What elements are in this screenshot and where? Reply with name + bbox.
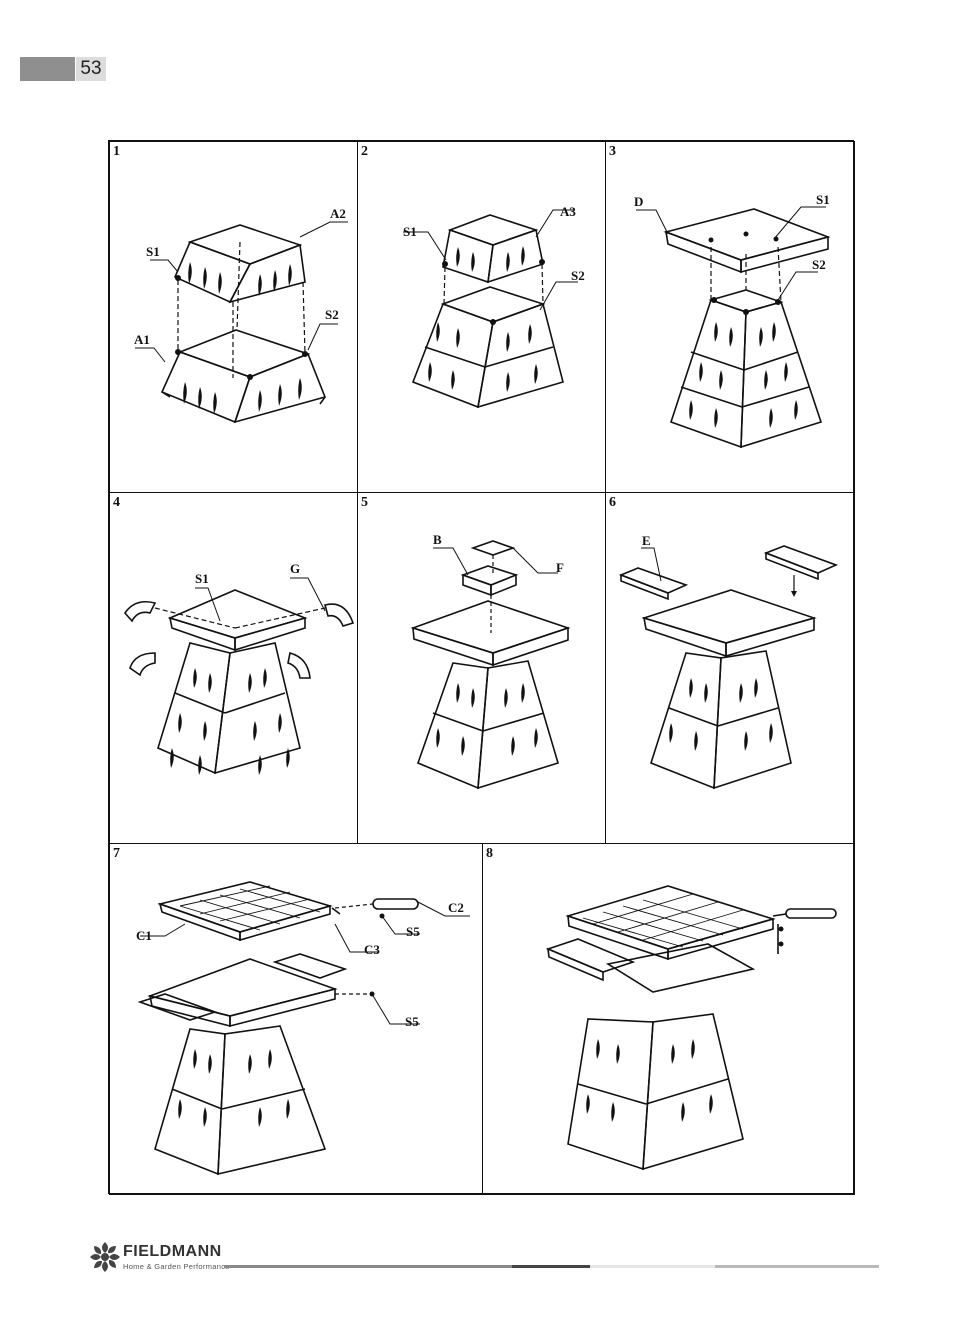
footer-rule bbox=[512, 1265, 590, 1268]
step-number: 3 bbox=[609, 144, 616, 159]
assembly-grid: 1 bbox=[108, 140, 855, 1195]
part-label: B bbox=[433, 532, 442, 547]
part-label: G bbox=[290, 561, 300, 576]
step-4-illustration: S1 G bbox=[123, 561, 355, 775]
step-3-illustration: D S1 S2 bbox=[634, 192, 831, 449]
part-label: S1 bbox=[816, 192, 830, 207]
part-label: D bbox=[634, 194, 643, 209]
part-label: A3 bbox=[560, 204, 576, 219]
step-1-illustration: A2 S1 S2 A1 bbox=[134, 206, 348, 424]
footer-rule bbox=[715, 1265, 879, 1268]
step-panel-8: 8 bbox=[482, 843, 855, 1195]
step-panel-5: 5 bbox=[357, 492, 606, 844]
footer-rule bbox=[590, 1265, 715, 1268]
page-tab bbox=[20, 57, 75, 81]
footer-rule bbox=[224, 1265, 512, 1268]
step-panel-7: 7 bbox=[109, 843, 483, 1195]
part-label: S5 bbox=[406, 924, 420, 939]
part-label: S1 bbox=[146, 244, 160, 259]
page-number: 53 bbox=[76, 57, 106, 81]
step-number: 5 bbox=[361, 495, 368, 510]
step-panel-3: 3 bbox=[605, 141, 855, 493]
part-label: S5 bbox=[405, 1014, 419, 1029]
part-label: S1 bbox=[403, 224, 417, 239]
step-number: 4 bbox=[113, 495, 120, 510]
brand-name: FIELDMANN bbox=[123, 1243, 222, 1260]
step-5-illustration: B F bbox=[410, 532, 571, 790]
part-label: A1 bbox=[134, 332, 150, 347]
brand-tagline: Home & Garden Performance bbox=[123, 1262, 230, 1271]
part-label: A2 bbox=[330, 206, 346, 221]
part-label: S2 bbox=[812, 257, 826, 272]
fieldmann-logo-icon bbox=[90, 1242, 120, 1272]
step-number: 6 bbox=[609, 495, 616, 510]
part-label: C2 bbox=[448, 900, 464, 915]
part-label: S2 bbox=[325, 307, 339, 322]
step-2-illustration: S1 A3 S2 bbox=[403, 204, 585, 409]
step-panel-4: 4 bbox=[109, 492, 358, 844]
part-label: C3 bbox=[364, 942, 380, 957]
step-8-illustration bbox=[545, 885, 837, 1171]
step-number: 1 bbox=[113, 144, 120, 159]
step-panel-2: 2 bbox=[357, 141, 606, 493]
part-label: S2 bbox=[571, 268, 585, 283]
step-number: 2 bbox=[361, 144, 368, 159]
step-number: 7 bbox=[113, 846, 120, 861]
part-label: C1 bbox=[136, 928, 152, 943]
step-7-illustration: C2 C1 S5 C3 S5 bbox=[136, 881, 470, 1176]
step-number: 8 bbox=[486, 846, 493, 861]
part-label: S1 bbox=[195, 571, 209, 586]
part-label: E bbox=[642, 533, 651, 548]
step-panel-6: 6 bbox=[605, 492, 855, 844]
step-6-illustration: E bbox=[618, 533, 839, 790]
part-label: F bbox=[556, 560, 564, 575]
step-panel-1: 1 bbox=[109, 141, 358, 493]
